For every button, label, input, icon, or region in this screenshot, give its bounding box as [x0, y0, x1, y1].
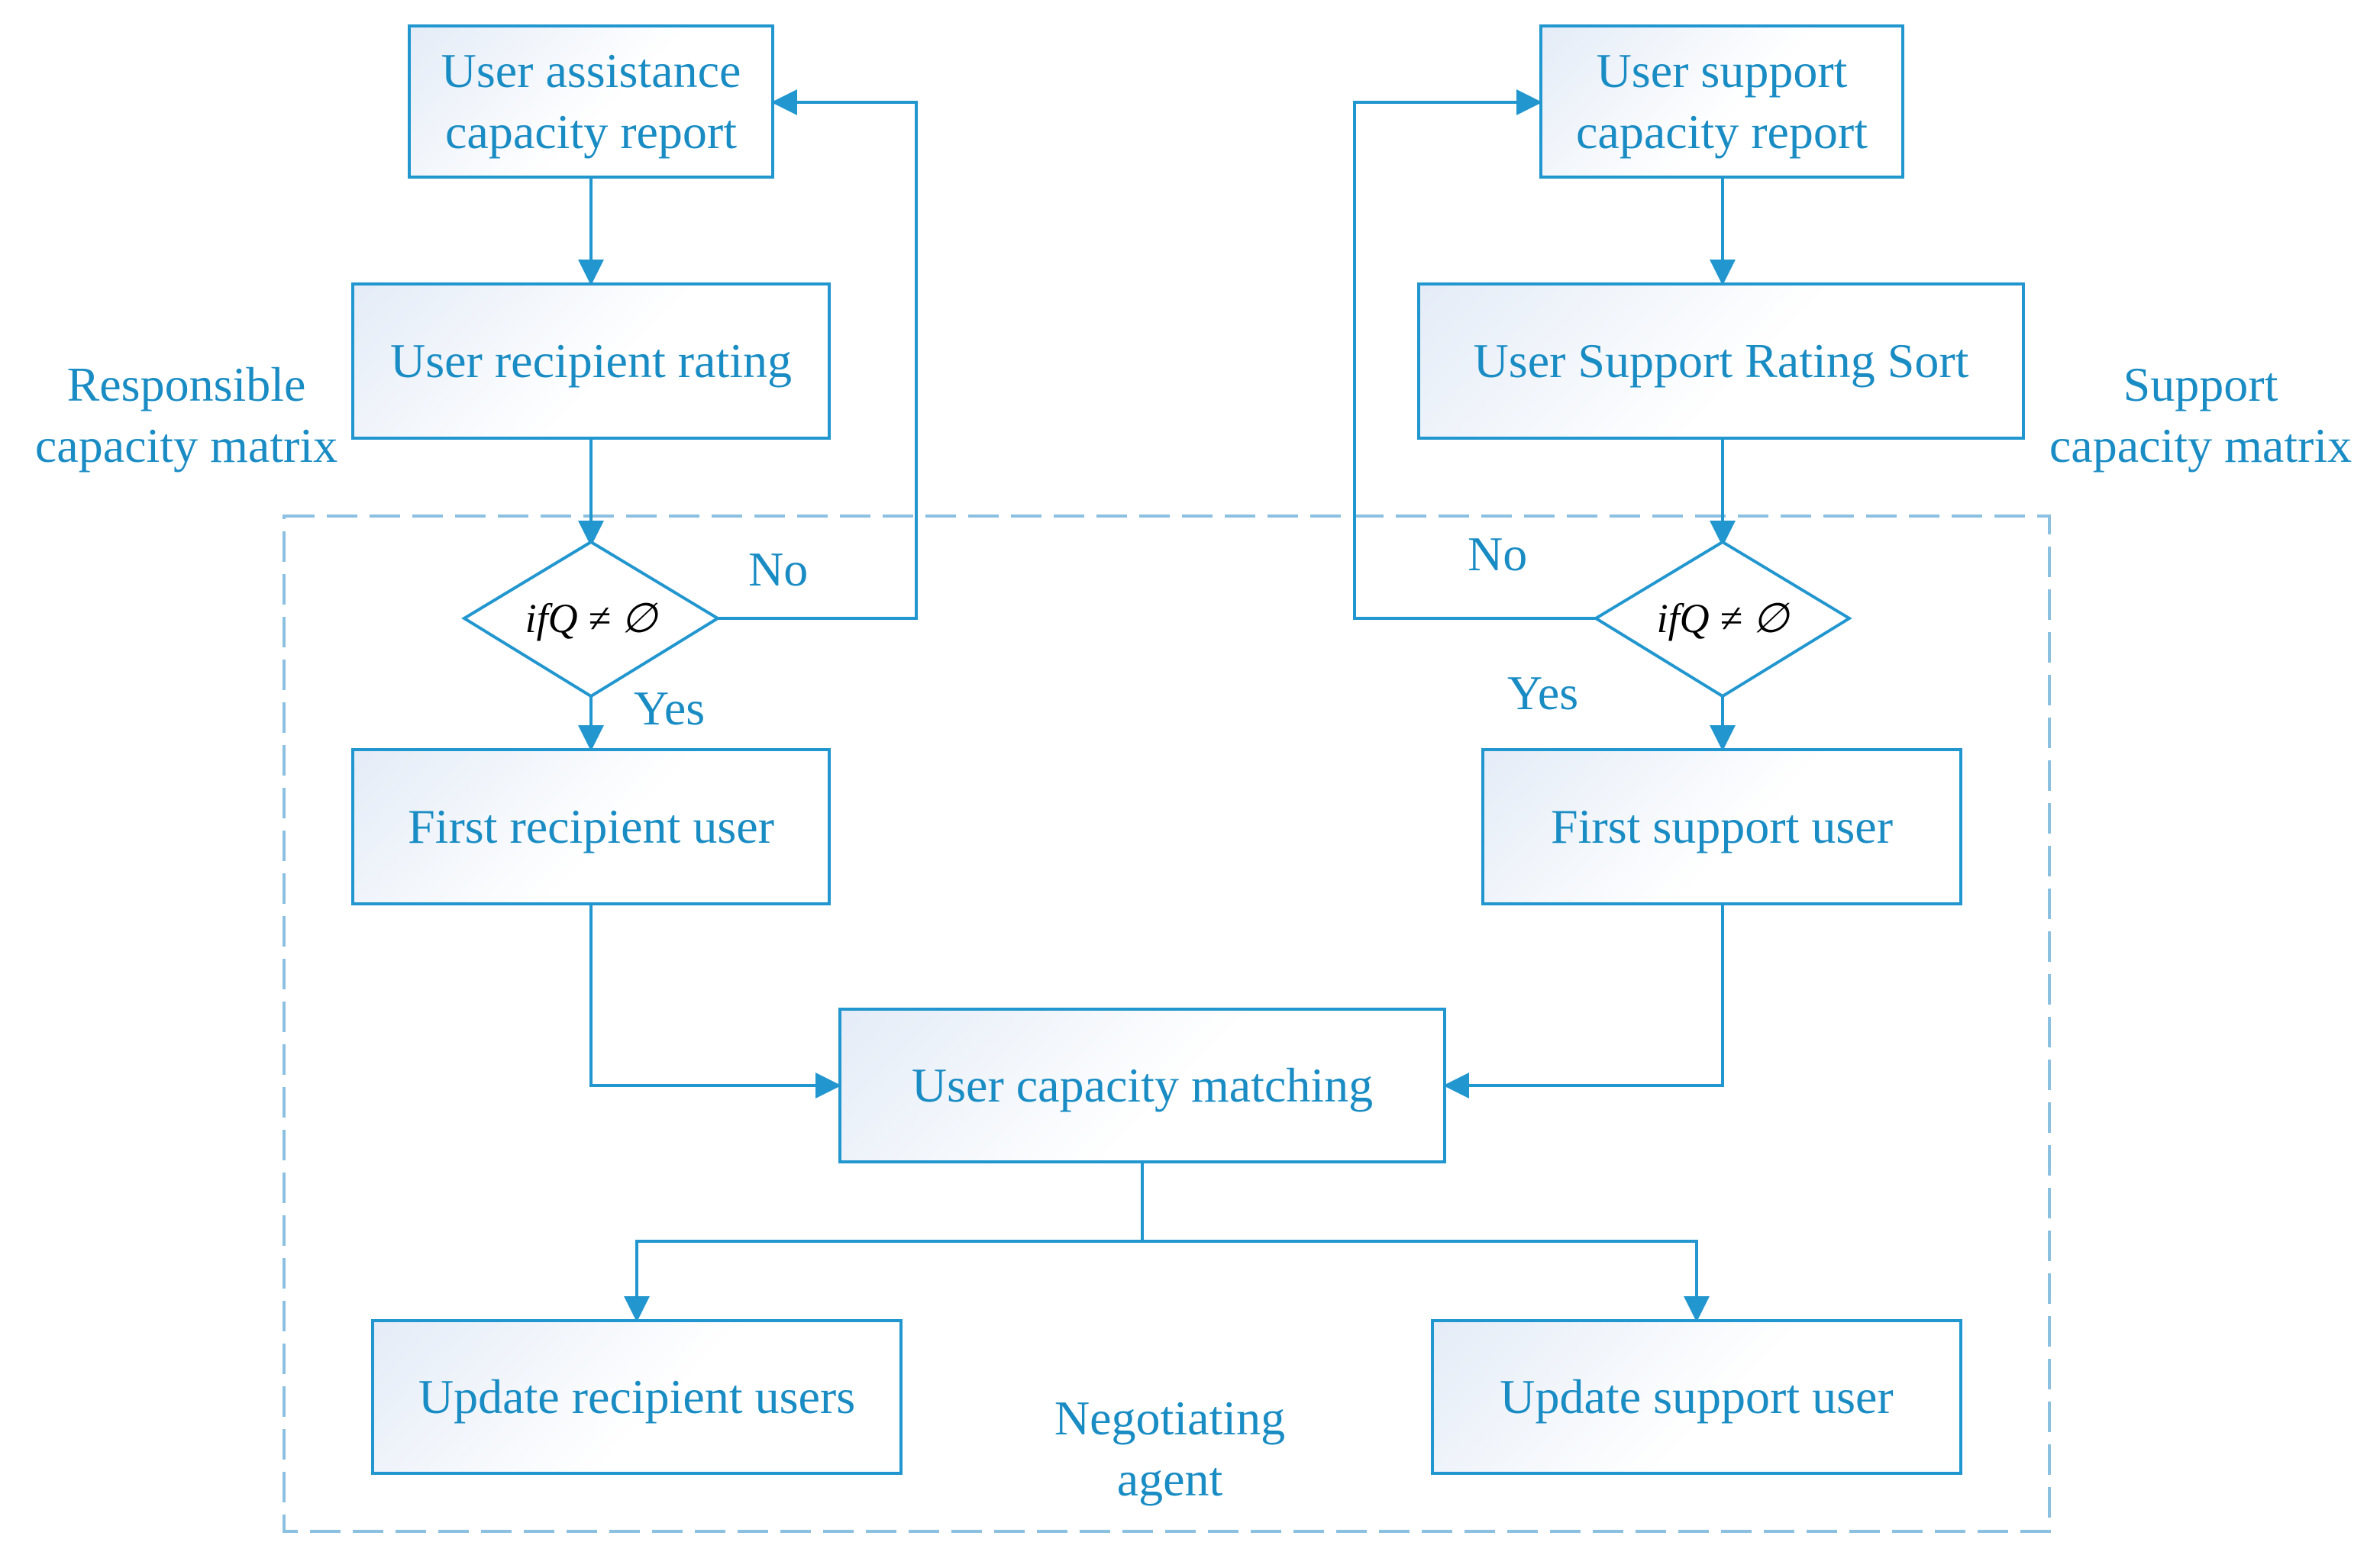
arrow-matching-to-update-support	[1142, 1240, 1710, 1322]
decision-label-left: ifQ ≠ ∅	[525, 595, 657, 641]
edge-label-right-yes: Yes	[1507, 666, 1579, 720]
edge-label-left-no: No	[748, 542, 809, 596]
box-user-support-capacity-report: User support capacity report	[1539, 24, 1904, 179]
arrow-first-support-to-matching	[1443, 905, 1724, 1099]
arrow-decision-right-no-loop	[1353, 89, 1596, 620]
label-support-capacity-matrix: Support capacity matrix	[2049, 357, 2353, 473]
edge-label-right-no: No	[1468, 527, 1528, 581]
box-first-support-user: First support user	[1481, 748, 1962, 905]
arrow-matching-to-update-recipient	[624, 1240, 1142, 1322]
negotiating-agent-frame	[283, 515, 2051, 1533]
label-negotiating-agent: Negotiating agent	[1054, 1391, 1286, 1506]
decision-label-right: ifQ ≠ ∅	[1656, 595, 1789, 641]
decision-diamond-left	[461, 540, 721, 698]
box-user-recipient-rating: User recipient rating	[351, 282, 831, 440]
edge-label-left-yes: Yes	[634, 681, 706, 735]
label-responsible-capacity-matrix: Responsible capacity matrix	[34, 357, 338, 473]
box-update-support-user: Update support user	[1431, 1319, 1962, 1475]
box-first-recipient-user: First recipient user	[351, 748, 831, 905]
box-user-capacity-matching: User capacity matching	[838, 1008, 1446, 1163]
box-user-support-rating-sort: User Support Rating Sort	[1417, 282, 2025, 440]
box-update-recipient-users: Update recipient users	[371, 1319, 903, 1475]
arrow-first-recipient-to-matching	[589, 905, 841, 1099]
box-user-assistance-capacity-report: User assistance capacity report	[408, 24, 774, 179]
decision-diamond-right	[1593, 540, 1852, 698]
arrow-decision-left-no-loop	[718, 89, 918, 620]
